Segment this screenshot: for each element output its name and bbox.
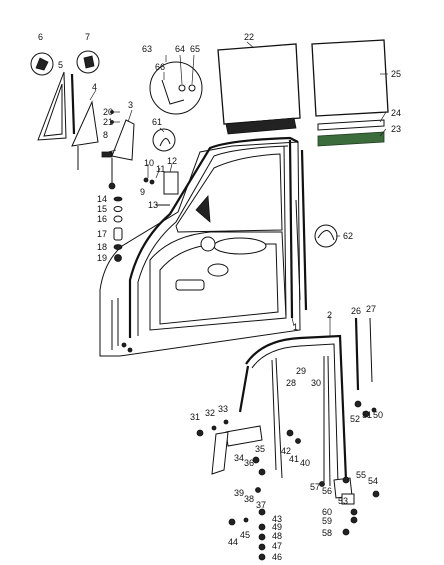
callout-4: 4	[92, 82, 97, 92]
callout-34: 34	[234, 453, 244, 463]
callout-49: 49	[272, 522, 282, 532]
callout-12: 12	[167, 156, 177, 166]
callout-10: 10	[144, 158, 154, 168]
callout-6: 6	[38, 32, 43, 42]
callout-60: 60	[322, 507, 332, 517]
seal-23	[317, 131, 385, 147]
detail-62	[314, 224, 338, 248]
callout-labels: 1 2 3 4 5 6 7 8 9 10 11 12 13 14 15 16 1…	[38, 32, 401, 562]
detail-63-66	[149, 61, 203, 115]
callout-36: 36	[244, 458, 254, 468]
callout-20: 20	[103, 107, 113, 117]
leader-lines	[63, 41, 388, 336]
callout-16: 16	[97, 214, 107, 224]
callout-33: 33	[218, 404, 228, 414]
callout-13: 13	[148, 200, 158, 210]
callout-44: 44	[228, 537, 238, 547]
callout-8: 8	[103, 130, 108, 140]
callout-11: 11	[156, 164, 165, 174]
callout-19: 19	[97, 253, 107, 263]
callout-54: 54	[368, 476, 378, 486]
detail-circles	[30, 50, 338, 248]
callout-41: 41	[289, 454, 299, 464]
callout-53: 53	[338, 496, 348, 506]
callout-18: 18	[97, 242, 107, 252]
window-frame-2	[211, 317, 373, 505]
callout-38: 38	[244, 494, 254, 504]
callout-25: 25	[391, 69, 401, 79]
callout-24: 24	[391, 108, 401, 118]
callout-45: 45	[240, 530, 250, 540]
callout-7: 7	[85, 32, 90, 42]
callout-58: 58	[322, 528, 332, 538]
door-body	[99, 136, 308, 357]
callout-51: 51	[362, 410, 372, 420]
callout-5: 5	[58, 60, 63, 70]
callout-2: 2	[327, 310, 332, 320]
callout-50: 50	[373, 410, 383, 420]
callout-21: 21	[103, 117, 113, 127]
callout-3: 3	[128, 100, 133, 110]
callout-30: 30	[311, 378, 321, 388]
callout-40: 40	[300, 458, 310, 468]
callout-56: 56	[322, 486, 332, 496]
callout-23: 23	[391, 124, 401, 134]
callout-15: 15	[97, 204, 107, 214]
callout-32: 32	[205, 408, 215, 418]
callout-52: 52	[350, 414, 360, 424]
callout-9: 9	[140, 187, 145, 197]
glass-panes	[217, 39, 389, 147]
hardware-stack-left	[113, 196, 123, 262]
callout-55: 55	[356, 470, 366, 480]
callout-47: 47	[272, 541, 282, 551]
misc-hardware	[101, 110, 380, 561]
callout-22: 22	[244, 32, 254, 42]
callout-26: 26	[351, 306, 361, 316]
callout-42: 42	[281, 446, 291, 456]
callout-1: 1	[293, 322, 298, 332]
callout-29: 29	[296, 366, 306, 376]
callout-57: 57	[310, 482, 320, 492]
callout-14: 14	[97, 194, 107, 204]
callout-27: 27	[366, 304, 376, 314]
callout-59: 59	[322, 516, 332, 526]
callout-62: 62	[343, 231, 353, 241]
callout-61: 61	[152, 117, 162, 127]
callout-35: 35	[255, 444, 265, 454]
callout-28: 28	[286, 378, 296, 388]
callout-37: 37	[256, 500, 266, 510]
glass-25	[311, 39, 389, 117]
callout-39: 39	[234, 488, 244, 498]
callout-46: 46	[272, 552, 282, 562]
glass-22	[217, 43, 301, 125]
vent-window	[37, 71, 135, 190]
callout-63: 63	[142, 44, 152, 54]
callout-64: 64	[175, 44, 185, 54]
callout-17: 17	[97, 229, 107, 239]
callout-66: 66	[155, 62, 165, 72]
callout-48: 48	[272, 531, 282, 541]
callout-31: 31	[190, 412, 200, 422]
callout-43: 43	[272, 514, 282, 524]
callout-65: 65	[190, 44, 200, 54]
